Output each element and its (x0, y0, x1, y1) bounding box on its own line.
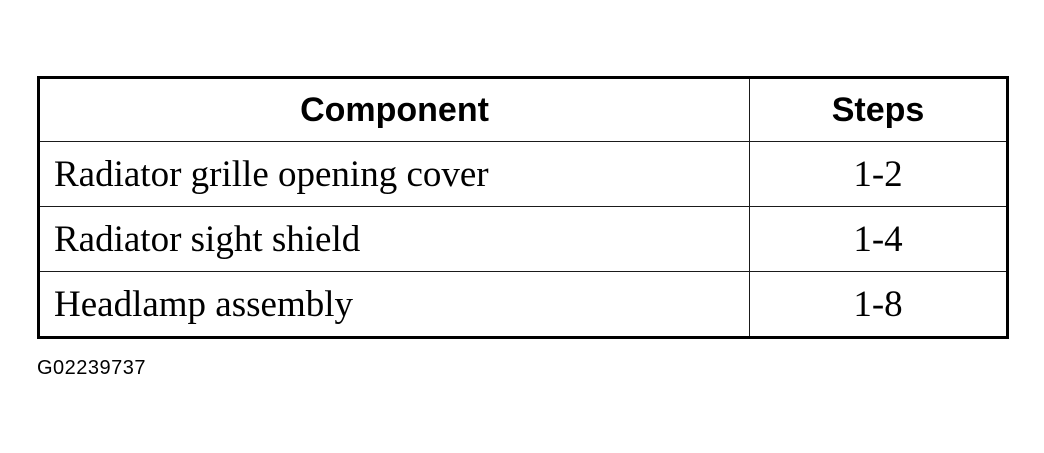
component-steps-table: Component Steps Radiator grille opening … (37, 76, 1009, 339)
table-row: Headlamp assembly 1-8 (38, 271, 1008, 338)
component-cell: Radiator sight shield (38, 206, 750, 272)
header-component: Component (38, 77, 750, 142)
steps-cell: 1-2 (749, 141, 1008, 207)
steps-cell: 1-8 (749, 271, 1008, 338)
component-cell: Radiator grille opening cover (38, 141, 750, 207)
table-row: Radiator grille opening cover 1-2 (38, 141, 1008, 207)
table-header-row: Component Steps (38, 77, 1008, 142)
table-row: Radiator sight shield 1-4 (38, 206, 1008, 272)
steps-cell: 1-4 (749, 206, 1008, 272)
figure-id: G02239737 (37, 357, 147, 379)
header-steps: Steps (749, 77, 1008, 142)
component-cell: Headlamp assembly (38, 271, 750, 338)
